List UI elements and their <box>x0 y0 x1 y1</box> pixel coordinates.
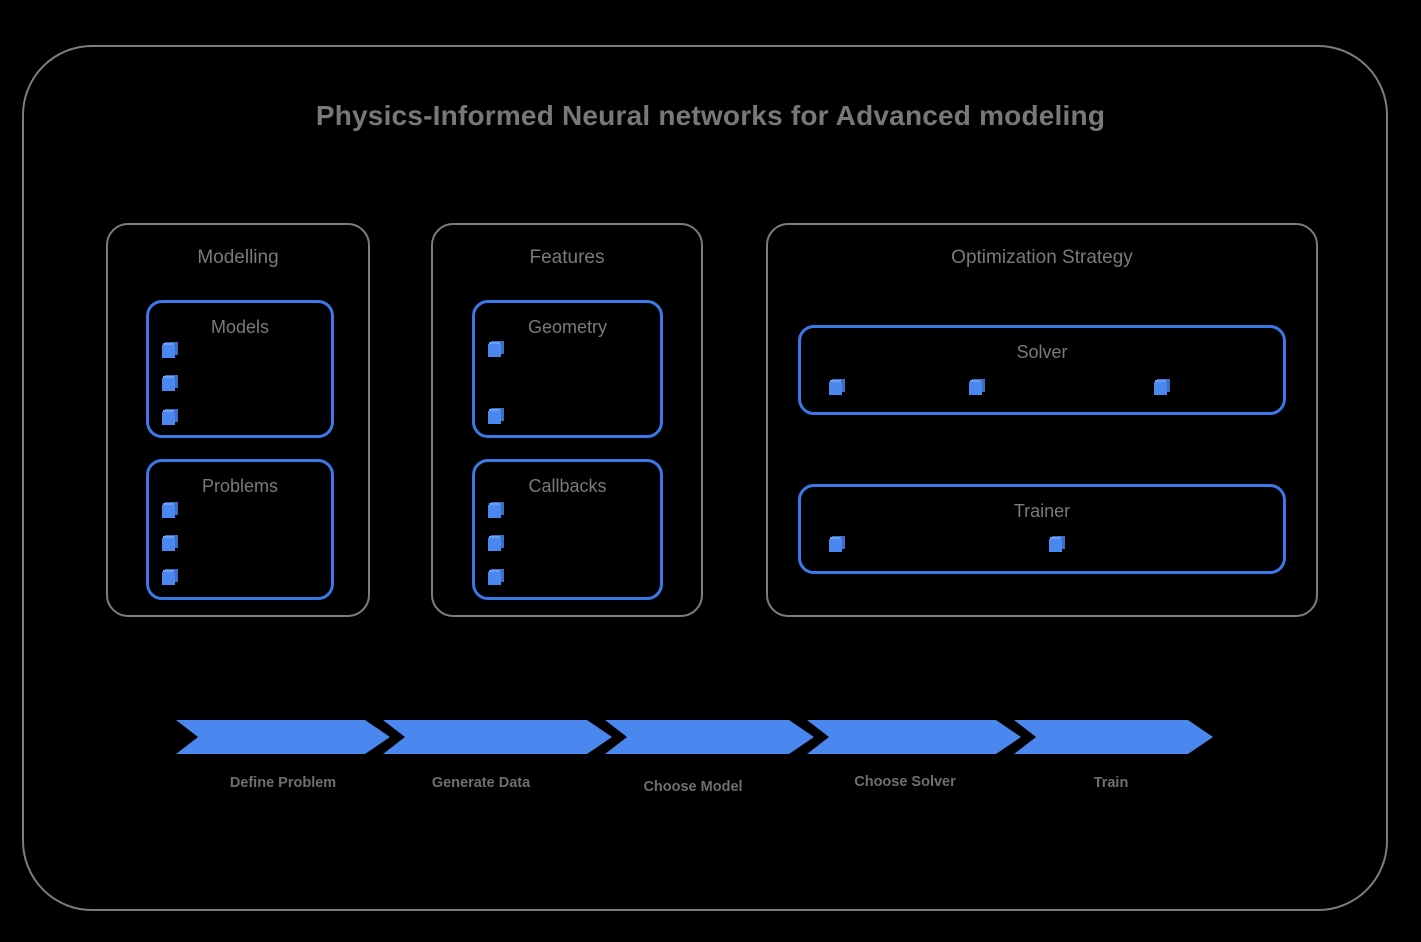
page-title: Physics-Informed Neural networks for Adv… <box>315 100 1106 131</box>
marker-trainer-2 <box>1049 537 1062 552</box>
marker-problems-2 <box>162 536 175 551</box>
box-solver[interactable]: Solver <box>798 325 1286 415</box>
pipeline-step-label-5: Train <box>1093 775 1129 791</box>
marker-callbacks-3 <box>488 570 501 585</box>
box-problems[interactable]: Problems <box>146 459 334 600</box>
marker-models-2 <box>162 376 175 391</box>
marker-geometry-1 <box>488 342 501 357</box>
group-modelling: Modelling <box>106 223 370 617</box>
marker-callbacks-1 <box>488 503 501 518</box>
marker-problems-3 <box>162 570 175 585</box>
box-callbacks[interactable]: Callbacks <box>472 459 663 600</box>
marker-solver-1 <box>829 380 842 395</box>
box-trainer-title: Trainer <box>1013 501 1071 521</box>
group-modelling-title: Modelling <box>197 247 279 268</box>
marker-solver-3 <box>1154 380 1167 395</box>
box-models-title: Models <box>210 317 270 337</box>
group-optimization-strategy-title: Optimization Strategy <box>951 247 1133 268</box>
box-geometry[interactable]: Geometry <box>472 300 663 438</box>
group-features: Features <box>431 223 703 617</box>
pipeline-step-label-1: Define Problem <box>229 775 337 791</box>
pipeline-step-label-3: Choose Model <box>643 779 743 795</box>
box-callbacks-title: Callbacks <box>528 476 607 496</box>
box-trainer[interactable]: Trainer <box>798 484 1286 574</box>
box-problems-title: Problems <box>201 476 279 496</box>
outer-container-frame <box>22 45 1388 911</box>
marker-models-1 <box>162 343 175 358</box>
marker-solver-2 <box>969 380 982 395</box>
pipeline-step-label-4: Choose Solver <box>854 774 956 790</box>
marker-models-3 <box>162 410 175 425</box>
marker-callbacks-2 <box>488 536 501 551</box>
marker-problems-1 <box>162 503 175 518</box>
pipeline-step-label-2: Generate Data <box>431 775 531 791</box>
box-solver-title: Solver <box>1016 342 1068 362</box>
marker-trainer-1 <box>829 537 842 552</box>
box-geometry-title: Geometry <box>527 317 608 337</box>
box-models[interactable]: Models <box>146 300 334 438</box>
group-optimization-strategy: Optimization Strategy <box>766 223 1318 617</box>
marker-geometry-2 <box>488 409 501 424</box>
group-features-title: Features <box>529 247 605 268</box>
